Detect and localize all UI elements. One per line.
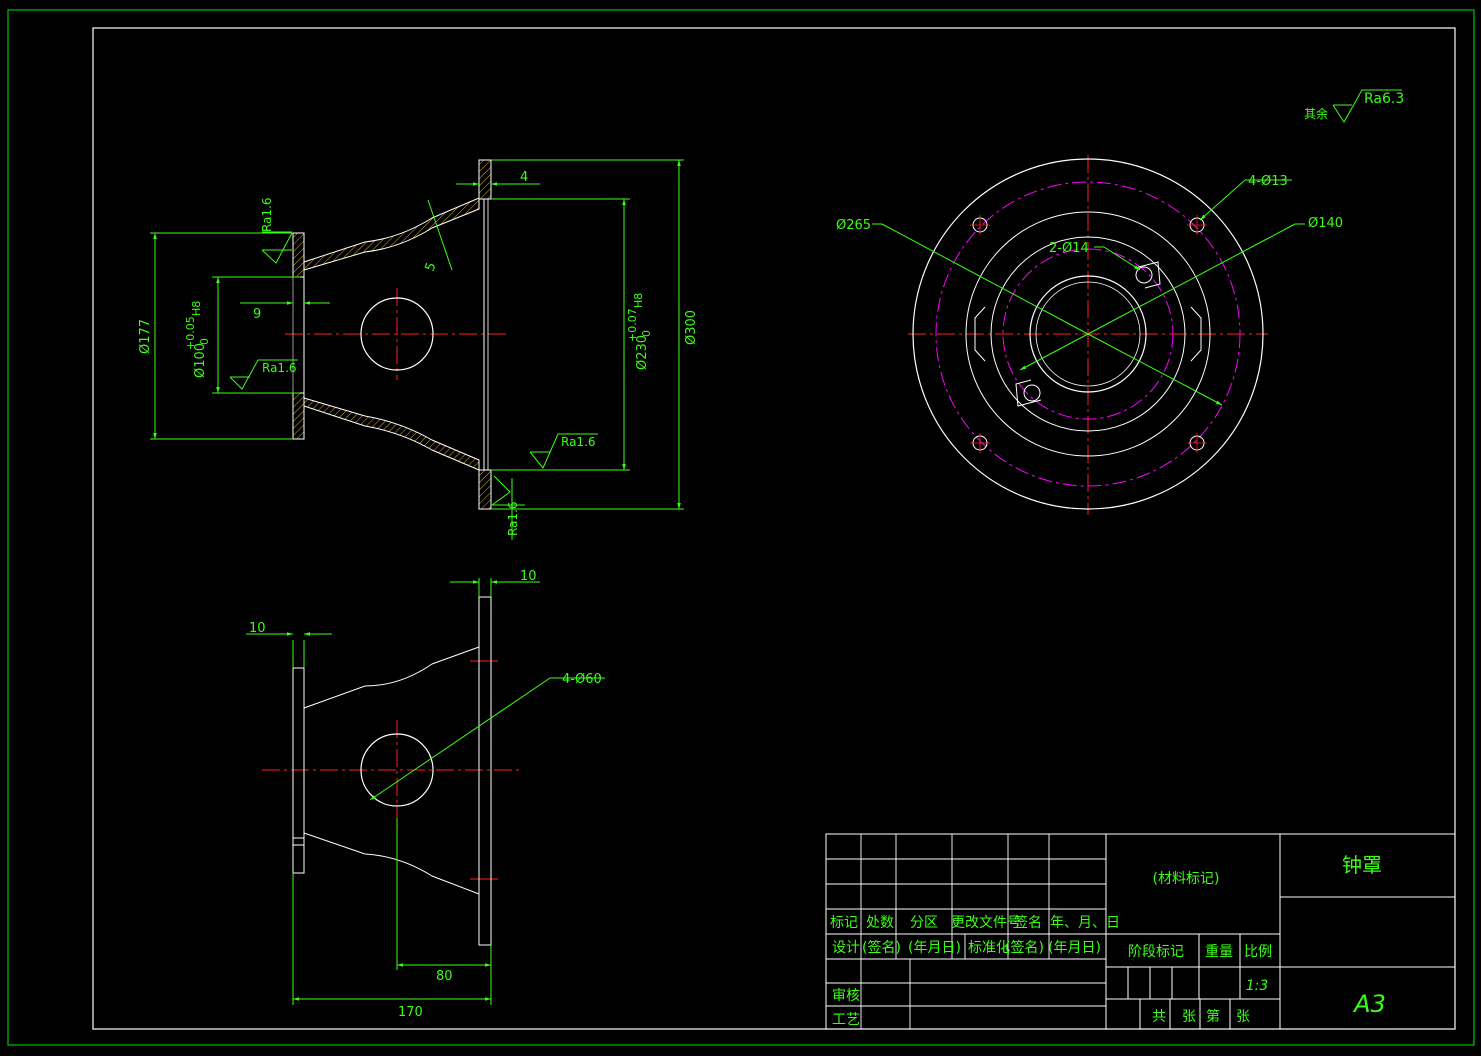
ra-symbol-1: Ra1.6 [260, 197, 293, 264]
title-block [825, 833, 1456, 1030]
label-mark: 标记 [830, 915, 858, 931]
label-date: 年、月、日 [1050, 915, 1120, 931]
top-view: 4-Ø13 Ø265 Ø140 2-Ø14 [836, 155, 1343, 515]
ra-symbol-2: Ra1.6 [229, 359, 298, 390]
material: (材料标记) [1153, 871, 1220, 887]
label-change-doc: 更改文件号 [951, 915, 1021, 931]
dim-outer-small: Ø177 [138, 319, 153, 354]
outer-frame [7, 9, 1475, 1046]
label-zone: 分区 [910, 915, 938, 931]
svg-text:Ra1.6: Ra1.6 [506, 501, 520, 536]
dim-rib: 5 [423, 260, 440, 273]
dim-outer: Ø265 [836, 218, 871, 233]
label-sheets-total: 共 [1152, 1009, 1166, 1025]
dim-flange-right: 10 [520, 569, 537, 584]
label-weight: 重量 [1205, 944, 1233, 960]
surface-finish-remaining: 其余 Ra6.3 [1304, 89, 1404, 123]
label-standard: 标准化 [968, 940, 1010, 956]
dim-bore-large-tol-low: 0 [640, 330, 653, 337]
label-ratio: 比例 [1244, 944, 1272, 960]
label-sheet-unit2: 张 [1236, 1009, 1250, 1025]
dim-slots: 2-Ø14 [1049, 241, 1089, 256]
dim-bolt-holes: 4-Ø13 [1248, 174, 1288, 189]
svg-text:Ra1.6: Ra1.6 [561, 435, 596, 449]
side-view: 10 10 4-Ø60 80 170 [246, 569, 605, 1020]
dim-holes: 4-Ø60 [562, 672, 602, 687]
label-design: 设计 [832, 940, 860, 956]
label-stage: 阶段标记 [1128, 944, 1184, 960]
dim-bore-small-fit: H8 [190, 301, 203, 316]
dim-bore-small-tol-low: 0 [198, 338, 211, 345]
dim-inner: Ø140 [1308, 216, 1343, 231]
svg-text:Ra1.6: Ra1.6 [260, 197, 274, 232]
sheet-size: A3 [1352, 990, 1386, 1018]
part-name: 钟罩 [1342, 853, 1382, 877]
label-sheets-unit: 张 [1182, 1009, 1196, 1025]
ra-symbol-4: Ra1.6 [491, 475, 525, 540]
label-standard-date: (年月日) [1048, 940, 1101, 956]
dim-bore-large-fit: H8 [632, 293, 645, 308]
dim-thickness-top: 4 [520, 170, 528, 185]
dim-hole-pos: 80 [436, 969, 453, 984]
remaining-value: Ra6.3 [1364, 91, 1404, 107]
inner-frame [92, 27, 1456, 1030]
dim-flange-left: 10 [249, 621, 266, 636]
label-process: 工艺 [832, 1012, 860, 1028]
dim-length: 170 [398, 1005, 423, 1020]
dim-bore-small-main: Ø100 [193, 343, 208, 378]
label-count: 处数 [866, 915, 894, 931]
dim-outer-large: Ø300 [684, 310, 699, 345]
front-section-view: Ø177 Ø100 +0.05 0 H8 9 4 5 Ø230 +0.07 0 … [138, 159, 699, 540]
label-design-date: (年月日) [908, 940, 961, 956]
label-design-sign: (签名) [862, 939, 901, 956]
remaining-label: 其余 [1304, 106, 1328, 121]
dim-bore-small-tol-up: +0.05 [184, 316, 197, 350]
label-review: 审核 [832, 988, 860, 1004]
ra-symbol-3: Ra1.6 [529, 433, 598, 469]
label-sheet-no: 第 [1206, 1008, 1220, 1025]
label-sign: 签名 [1014, 914, 1042, 931]
scale: 1:3 [1246, 978, 1269, 994]
label-standard-sign: (签名) [1005, 939, 1044, 956]
dim-bore-large-main: Ø230 [635, 335, 650, 370]
dim-bore-depth: 9 [253, 307, 261, 322]
dim-bore-large-tol-up: +0.07 [626, 308, 639, 342]
svg-text:Ra1.6: Ra1.6 [262, 361, 297, 375]
title-block-text: 钟罩 (材料标记) A3 1:3 标记 处数 分区 更改文件号 签名 年、月、日… [830, 853, 1386, 1028]
